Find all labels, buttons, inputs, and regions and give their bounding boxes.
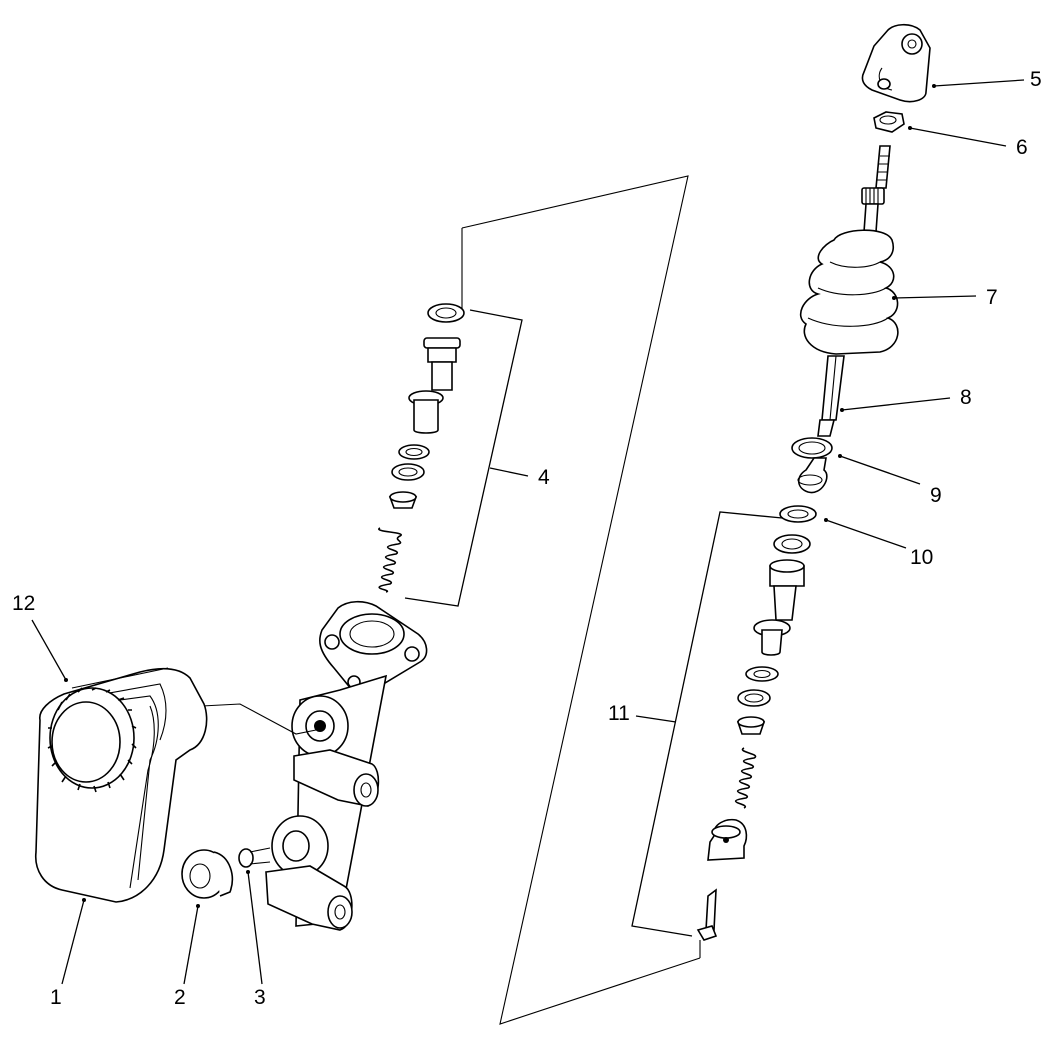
dust-boot xyxy=(800,229,899,355)
clevis xyxy=(861,23,931,103)
push-rod xyxy=(861,145,891,233)
reservoir xyxy=(35,667,208,903)
callout-5: 5 xyxy=(1030,68,1042,91)
callout-1: 1 xyxy=(50,986,62,1009)
callout-4: 4 xyxy=(538,466,550,489)
left-piston-kit xyxy=(378,303,465,593)
callout-10: 10 xyxy=(910,546,933,569)
shaft-tip xyxy=(797,457,828,494)
explosion-plane-outline xyxy=(461,175,701,1025)
plug xyxy=(238,847,271,868)
callout-6: 6 xyxy=(1016,136,1028,159)
shaft xyxy=(817,355,845,437)
fitting xyxy=(181,849,234,899)
washer-10 xyxy=(779,505,817,523)
nut xyxy=(873,111,905,133)
callout-12: 12 xyxy=(12,592,35,615)
bracket-4 xyxy=(404,309,523,607)
snap-ring xyxy=(791,437,833,459)
callout-2: 2 xyxy=(174,986,186,1009)
callout-9: 9 xyxy=(930,484,942,507)
callout-3: 3 xyxy=(254,986,266,1009)
callout-8: 8 xyxy=(960,386,972,409)
callout-7: 7 xyxy=(986,286,998,309)
master-cylinder-body xyxy=(265,600,428,931)
bracket-11 xyxy=(631,511,783,937)
leader-lines xyxy=(31,79,1025,985)
right-piston-kit xyxy=(696,534,811,941)
callout-11: 11 xyxy=(608,702,630,725)
reservoir-port-line xyxy=(201,703,317,735)
